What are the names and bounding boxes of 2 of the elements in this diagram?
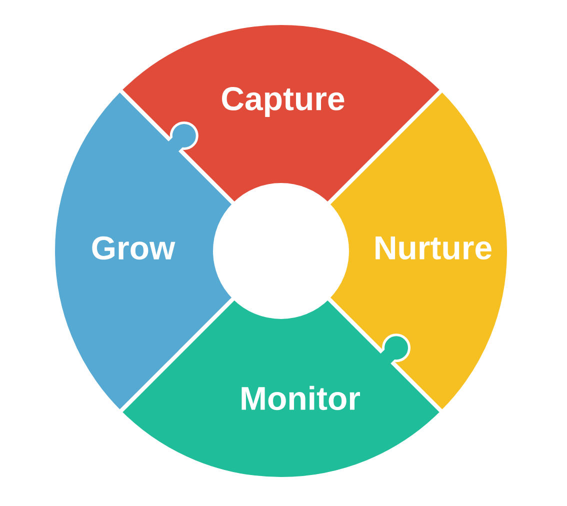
puzzle-piece: Capture [118,21,444,206]
puzzle-piece: Monitor [118,296,444,481]
